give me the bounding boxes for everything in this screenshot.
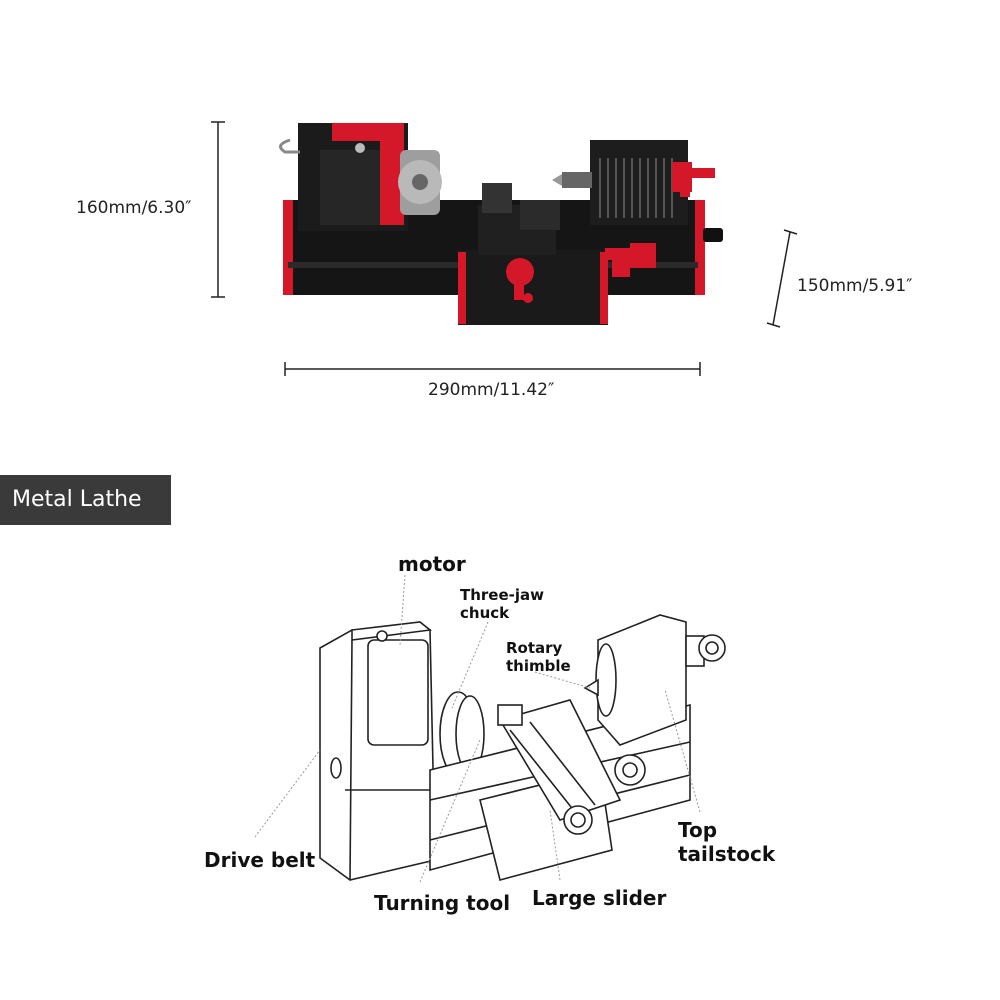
height-dimension-line bbox=[211, 121, 225, 298]
width-dimension-line bbox=[284, 362, 701, 376]
callout-top-tailstock: Top tailstock bbox=[678, 818, 776, 866]
section-label-badge: Metal Lathe bbox=[0, 475, 171, 525]
callout-large-slider: Large slider bbox=[532, 886, 667, 910]
width-dimension-label: 290mm/11.42″ bbox=[428, 380, 555, 400]
lathe-photo bbox=[279, 123, 723, 325]
callout-turning-tool: Turning tool bbox=[374, 891, 511, 915]
depth-dimension-label: 150mm/5.91″ bbox=[797, 276, 913, 296]
callout-motor: motor bbox=[398, 552, 466, 576]
callout-drive-belt: Drive belt bbox=[204, 848, 316, 872]
lathe-line-diagram bbox=[254, 574, 726, 883]
depth-dimension-line bbox=[766, 229, 798, 328]
callout-three-jaw-chuck: Three-jaw chuck bbox=[460, 586, 545, 622]
height-dimension-label: 160mm/6.30″ bbox=[76, 198, 192, 218]
callout-rotary-thimble: Rotary thimble bbox=[506, 639, 571, 675]
